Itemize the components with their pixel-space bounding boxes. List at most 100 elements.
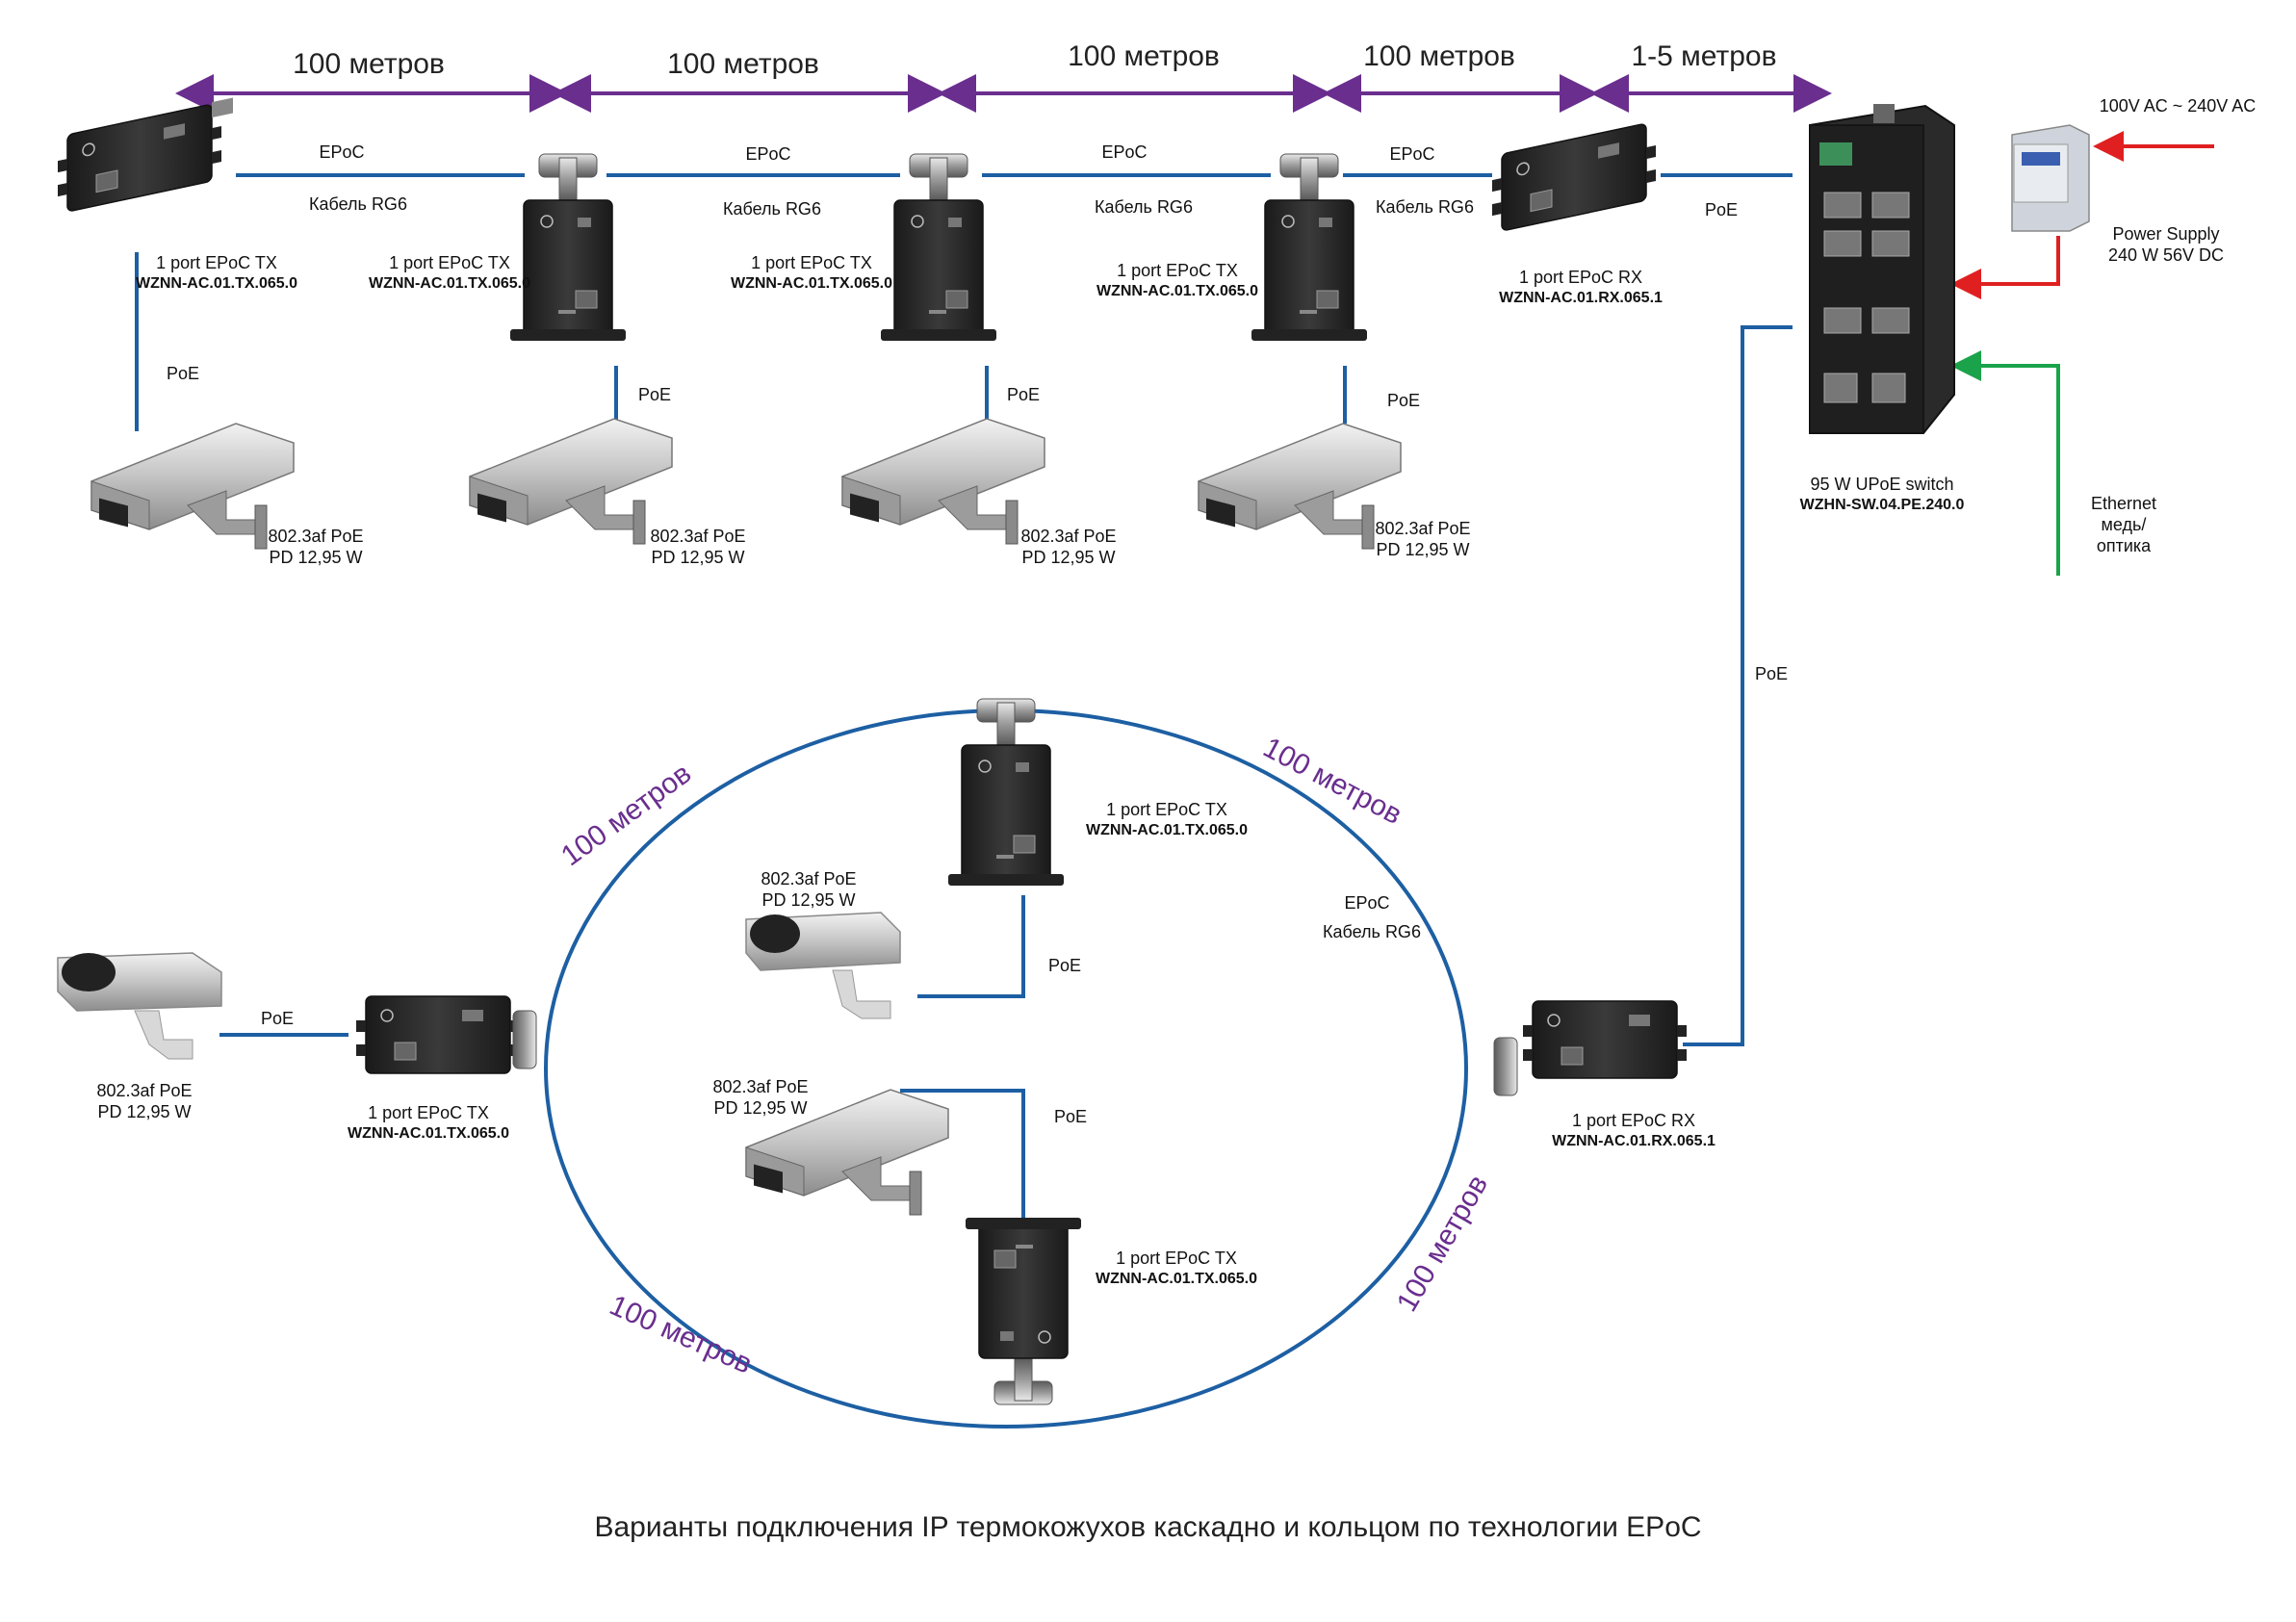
ring-rg6-label: Кабель RG6: [1323, 922, 1421, 941]
ring-tx-bottom: [965, 1217, 1082, 1405]
tx-title: 1 port EPoC TX: [1116, 1249, 1237, 1268]
ring-pd-left-label: 802.3af PoE PD 12,95 W: [96, 1080, 192, 1122]
rx-title: 1 port EPoC RX: [1518, 268, 1643, 287]
distance-label-5: 1-5 метров: [1631, 40, 1777, 72]
pd-line2: PD 12,95 W: [651, 548, 745, 567]
poe-label-uplink: PoE: [1754, 664, 1789, 683]
ring-epoc-label: EPoC: [1344, 893, 1390, 913]
pd-line1: 802.3af PoE: [712, 1077, 809, 1096]
tx-model: WZNN-AC.01.TX.065.0: [368, 275, 531, 292]
ring-tx-bottom-label: 1 port EPoC TX WZNN-AC.01.TX.065.0: [1096, 1248, 1257, 1290]
ring-tx-left: [355, 995, 537, 1074]
tx-model: WZNN-AC.01.TX.065.0: [1096, 283, 1259, 299]
ring-camera-left: [57, 952, 222, 1060]
poe-label-2: PoE: [637, 385, 672, 404]
rg6-label-3: Кабель RG6: [1095, 197, 1193, 217]
ring-poe-top-label: PoE: [1047, 956, 1082, 975]
camera-2: [469, 418, 673, 545]
power-arrows: [1950, 131, 2214, 576]
pd-line1: 802.3af PoE: [761, 869, 857, 888]
ring-poe-bottom-label: PoE: [1053, 1107, 1088, 1126]
tx-title: 1 port EPoC TX: [156, 253, 277, 272]
ring-rx-right: [1493, 1000, 1688, 1096]
tx-title: 1 port EPoC TX: [1106, 800, 1227, 819]
ring-pd-bottom-label: 802.3af PoE PD 12,95 W: [712, 1076, 808, 1119]
switch-title: 95 W UPoE switch: [1810, 475, 1954, 494]
pd-line1: 802.3af PoE: [1020, 527, 1117, 546]
psu-input-label: 100V AC ~ 240V AC: [2099, 96, 2257, 116]
poe-switch: [1809, 104, 1955, 434]
pd-line2: PD 12,95 W: [1376, 540, 1470, 559]
pd-line2: PD 12,95 W: [1021, 548, 1116, 567]
epoc-label-2: EPoC: [745, 144, 791, 164]
tx-title: 1 port EPoC TX: [1117, 261, 1238, 280]
ring-rx-label: 1 port EPoC RX WZNN-AC.01.RX.065.1: [1552, 1110, 1716, 1152]
tx-model: WZNN-AC.01.TX.065.0: [730, 275, 893, 292]
psu-line1: Power Supply: [2112, 224, 2220, 244]
tx-label-2: 1 port EPoC TX WZNN-AC.01.TX.065.0: [369, 252, 530, 295]
tx-device-3: [880, 153, 997, 342]
tx-title: 1 port EPoC TX: [368, 1103, 489, 1122]
pd-line2: PD 12,95 W: [97, 1102, 192, 1121]
pd-line1: 802.3af PoE: [268, 527, 364, 546]
pd-line2: PD 12,95 W: [761, 890, 856, 910]
ring-tx-top-label: 1 port EPoC TX WZNN-AC.01.TX.065.0: [1086, 799, 1248, 841]
tx-label-3: 1 port EPoC TX WZNN-AC.01.TX.065.0: [731, 252, 892, 295]
tx-label-1: 1 port EPoC TX WZNN-AC.01.TX.065.0: [136, 252, 297, 295]
distance-label-3: 100 метров: [1068, 40, 1220, 72]
ring-tx-left-label: 1 port EPoC TX WZNN-AC.01.TX.065.0: [348, 1102, 509, 1145]
pd-line1: 802.3af PoE: [650, 527, 746, 546]
pd-line1: 802.3af PoE: [96, 1081, 193, 1100]
rg6-label-1: Кабель RG6: [309, 194, 407, 214]
psu-line2: 240 W 56V DC: [2107, 245, 2225, 265]
tx-device-2: [509, 153, 627, 342]
camera-4: [1198, 423, 1402, 550]
ring-camera-top: [745, 912, 901, 1019]
power-supply: [2011, 124, 2090, 232]
epoc-label-4: EPoC: [1389, 144, 1435, 164]
distance-label-2: 100 метров: [667, 48, 819, 80]
ring-poe-left-label: PoE: [260, 1009, 295, 1028]
camera-3: [841, 418, 1045, 545]
rx-model: WZNN-AC.01.RX.065.1: [1499, 290, 1663, 306]
tx-device-1: [57, 97, 233, 215]
ethernet-line2: медь/: [2101, 515, 2147, 534]
pd-line2: PD 12,95 W: [713, 1098, 808, 1118]
pd-label-3: 802.3af PoE PD 12,95 W: [1020, 526, 1116, 568]
rx-title: 1 port EPoC RX: [1571, 1111, 1696, 1130]
ring-cables: [219, 895, 1025, 1224]
camera-1: [90, 423, 295, 550]
tx-model: WZNN-AC.01.TX.065.0: [1085, 822, 1249, 838]
poe-label-3: PoE: [1006, 385, 1041, 404]
epoc-label-3: EPoC: [1101, 142, 1148, 162]
pd-label-2: 802.3af PoE PD 12,95 W: [650, 526, 745, 568]
rx-device-top: [1491, 120, 1657, 234]
pd-label-1: 802.3af PoE PD 12,95 W: [268, 526, 363, 568]
ring-tx-top: [947, 698, 1065, 887]
tx-title: 1 port EPoC TX: [751, 253, 872, 272]
poe-label-switch: PoE: [1704, 200, 1739, 219]
ring-pd-top-label: 802.3af PoE PD 12,95 W: [761, 868, 856, 911]
ethernet-line1: Ethernet: [2090, 494, 2157, 513]
rx-label-top: 1 port EPoC RX WZNN-AC.01.RX.065.1: [1499, 267, 1663, 309]
tx-device-4: [1251, 153, 1368, 342]
poe-label-1: PoE: [166, 364, 200, 383]
rg6-label-2: Кабель RG6: [723, 199, 821, 219]
tx-model: WZNN-AC.01.TX.065.0: [347, 1125, 510, 1142]
rx-model: WZNN-AC.01.RX.065.1: [1552, 1133, 1716, 1149]
epoc-label-1: EPoC: [319, 142, 365, 162]
distance-label-1: 100 метров: [293, 48, 445, 80]
pd-line2: PD 12,95 W: [269, 548, 363, 567]
distance-label-4: 100 метров: [1363, 40, 1515, 72]
tx-title: 1 port EPoC TX: [389, 253, 510, 272]
tx-model: WZNN-AC.01.TX.065.0: [1095, 1271, 1258, 1287]
cascade-cables: [135, 173, 1793, 1046]
tx-model: WZNN-AC.01.TX.065.0: [135, 275, 298, 292]
tx-label-4: 1 port EPoC TX WZNN-AC.01.TX.065.0: [1096, 260, 1258, 302]
poe-label-4: PoE: [1386, 391, 1421, 410]
